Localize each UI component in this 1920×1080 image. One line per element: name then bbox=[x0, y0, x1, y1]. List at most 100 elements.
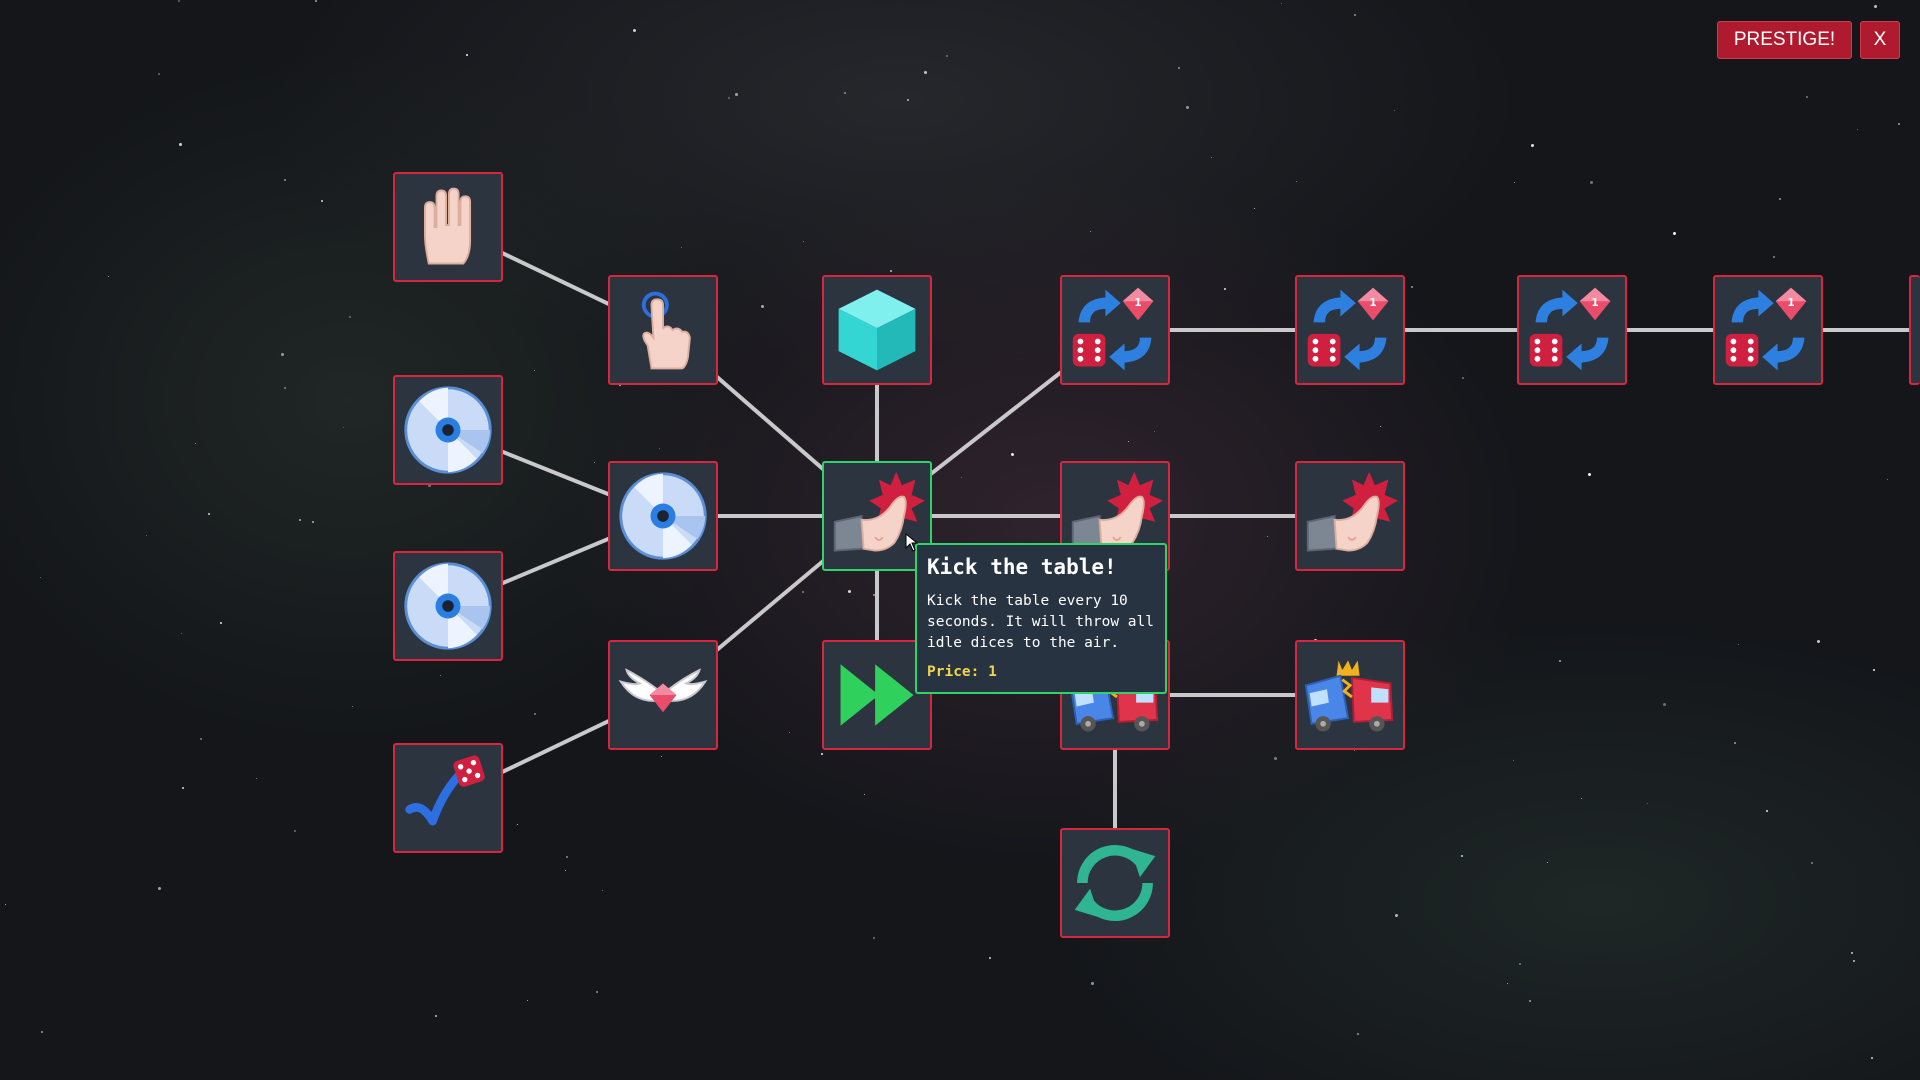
skill-node-disc-center[interactable] bbox=[608, 461, 718, 571]
star bbox=[1547, 862, 1548, 863]
star bbox=[566, 856, 568, 858]
dice-gem-swap-icon bbox=[1720, 282, 1816, 378]
star bbox=[1853, 960, 1855, 962]
star bbox=[108, 276, 109, 277]
star bbox=[181, 633, 182, 634]
star bbox=[1154, 431, 1155, 432]
star bbox=[802, 591, 804, 593]
star bbox=[1590, 181, 1593, 184]
star bbox=[284, 387, 286, 389]
skill-node-kick-the-table[interactable] bbox=[822, 461, 932, 571]
skill-node-dice-gem-swap-3[interactable] bbox=[1517, 275, 1627, 385]
tooltip-price: Price: 1 bbox=[927, 664, 997, 680]
raised-hand-icon bbox=[400, 179, 496, 275]
star bbox=[1513, 760, 1514, 761]
dice-gem-swap-icon bbox=[1524, 282, 1620, 378]
star bbox=[1529, 1000, 1531, 1002]
star bbox=[299, 519, 301, 521]
skill-node-dice-gem-swap-2[interactable] bbox=[1295, 275, 1405, 385]
star bbox=[1274, 757, 1277, 760]
dice-gem-swap-icon bbox=[1302, 282, 1398, 378]
close-button[interactable]: X bbox=[1860, 21, 1900, 59]
mouse-cursor-icon bbox=[905, 533, 919, 552]
tap-finger-icon bbox=[615, 282, 711, 378]
star bbox=[321, 200, 323, 202]
star bbox=[1462, 377, 1464, 379]
skill-node-dice-gem-swap-4[interactable] bbox=[1713, 275, 1823, 385]
star bbox=[281, 353, 284, 356]
star bbox=[1507, 983, 1508, 984]
skill-node-dice-gem-swap-1[interactable] bbox=[1060, 275, 1170, 385]
star bbox=[195, 443, 196, 444]
star bbox=[924, 71, 927, 74]
star bbox=[864, 794, 865, 795]
star bbox=[890, 270, 892, 272]
star bbox=[435, 1015, 437, 1017]
star bbox=[178, 0, 180, 2]
star bbox=[1296, 181, 1297, 182]
star bbox=[158, 73, 160, 75]
star bbox=[1267, 536, 1268, 537]
disc-icon bbox=[400, 558, 496, 654]
skill-node-dice-bounce[interactable] bbox=[393, 743, 503, 853]
star bbox=[1531, 144, 1534, 147]
star bbox=[1354, 14, 1356, 16]
star bbox=[1514, 182, 1515, 183]
star bbox=[1091, 982, 1094, 985]
star bbox=[1779, 198, 1781, 200]
skill-node-refresh[interactable] bbox=[1060, 828, 1170, 938]
star bbox=[1871, 1057, 1873, 1059]
star bbox=[256, 778, 257, 779]
skill-node-raised-hand[interactable] bbox=[393, 172, 503, 282]
star bbox=[1394, 110, 1395, 111]
star bbox=[1411, 286, 1413, 288]
star bbox=[200, 738, 202, 740]
star bbox=[158, 887, 161, 890]
star bbox=[1806, 96, 1808, 98]
star bbox=[1851, 952, 1853, 954]
star bbox=[1178, 67, 1180, 69]
star bbox=[527, 1000, 528, 1001]
skill-node-kick-3[interactable] bbox=[1295, 461, 1405, 571]
star bbox=[989, 957, 991, 959]
dice-gem-swap-icon bbox=[1067, 282, 1163, 378]
disc-icon bbox=[615, 468, 711, 564]
winged-gem-icon bbox=[615, 647, 711, 743]
star bbox=[1673, 232, 1676, 235]
star bbox=[208, 513, 210, 515]
star bbox=[659, 448, 660, 449]
star bbox=[735, 93, 738, 96]
star bbox=[821, 753, 823, 755]
star bbox=[803, 241, 804, 242]
star bbox=[1887, 479, 1888, 480]
star bbox=[312, 521, 314, 523]
skill-node-cube[interactable] bbox=[822, 275, 932, 385]
star bbox=[315, 0, 317, 2]
star bbox=[179, 143, 182, 146]
skill-node-disc-upper[interactable] bbox=[393, 375, 503, 485]
star bbox=[873, 937, 875, 939]
tooltip-description: Kick the table every 10 seconds. It will… bbox=[927, 593, 1154, 651]
skill-node-disc-lower[interactable] bbox=[393, 551, 503, 661]
star bbox=[440, 675, 441, 676]
star bbox=[761, 305, 764, 308]
skill-node-tap[interactable] bbox=[608, 275, 718, 385]
star bbox=[1224, 288, 1226, 290]
truck-crash-icon bbox=[1302, 647, 1398, 743]
cube-icon bbox=[829, 282, 925, 378]
star bbox=[1519, 963, 1521, 965]
star bbox=[1874, 5, 1877, 8]
skill-node-truck-crash-2[interactable] bbox=[1295, 640, 1405, 750]
star bbox=[681, 247, 682, 248]
skill-node-partial-offscreen[interactable] bbox=[1909, 275, 1920, 385]
star bbox=[182, 787, 184, 789]
skill-node-fast-forward[interactable] bbox=[822, 640, 932, 750]
star bbox=[517, 824, 518, 825]
star bbox=[565, 870, 566, 871]
prestige-button[interactable]: PRESTIGE! bbox=[1717, 21, 1852, 59]
skill-node-winged-gem[interactable] bbox=[608, 640, 718, 750]
star bbox=[1738, 644, 1739, 645]
star bbox=[41, 1031, 43, 1033]
tooltip-title: Kick the table! bbox=[927, 555, 1117, 579]
